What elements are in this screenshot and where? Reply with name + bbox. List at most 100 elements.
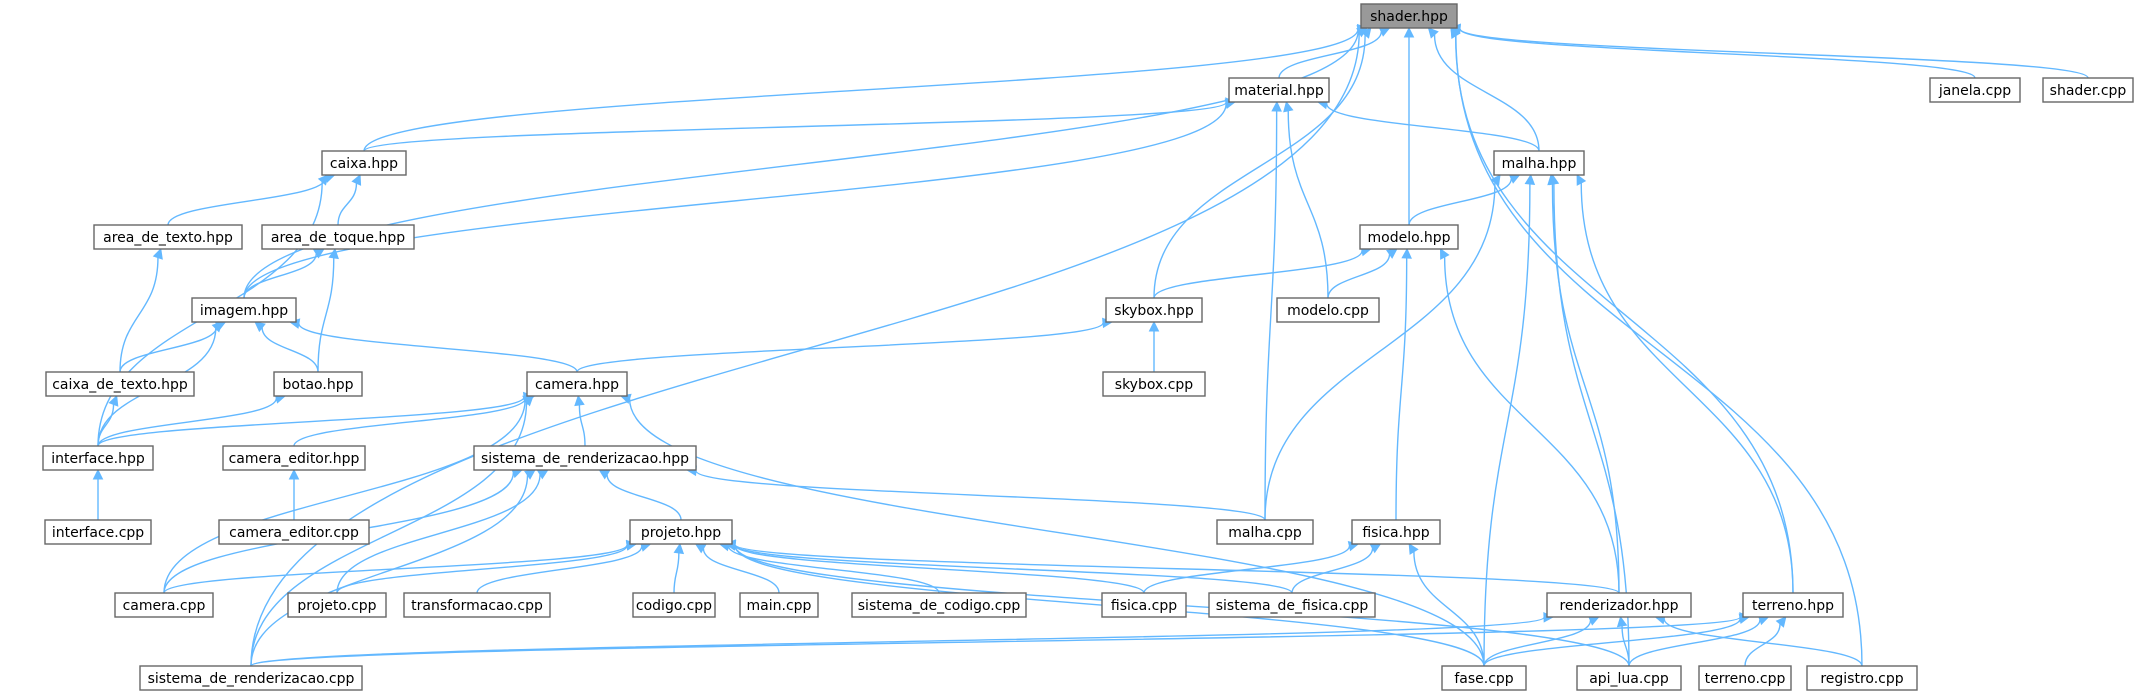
node-label[interactable]: area_de_texto.hpp [103, 230, 233, 246]
node-label[interactable]: shader.cpp [2050, 83, 2127, 99]
node-caixa-hpp[interactable]: caixa.hpp [321, 150, 407, 176]
node-label[interactable]: shader.hpp [1370, 9, 1448, 25]
node-terreno-hpp[interactable]: terreno.hpp [1742, 592, 1844, 618]
node-box[interactable] [1276, 297, 1380, 323]
node-area-de-texto-hpp[interactable]: area_de_texto.hpp [93, 224, 243, 250]
node-box[interactable] [1228, 77, 1330, 103]
node-box[interactable] [261, 224, 415, 250]
node-label[interactable]: camera.hpp [535, 377, 619, 393]
node-sistema-de-codigo-cpp[interactable]: sistema_de_codigo.cpp [851, 592, 1027, 618]
node-box[interactable] [1742, 592, 1844, 618]
node-label[interactable]: caixa.hpp [330, 156, 398, 172]
node-box[interactable] [526, 371, 628, 397]
node-sistema-de-renderizacao-hpp[interactable]: sistema_de_renderizacao.hpp [473, 445, 697, 471]
node-label[interactable]: registro.cpp [1820, 671, 1903, 687]
node-box[interactable] [1576, 665, 1682, 691]
node-label[interactable]: renderizador.hpp [1559, 598, 1678, 614]
node-box[interactable] [44, 519, 152, 545]
node-projeto-cpp[interactable]: projeto.cpp [287, 592, 387, 618]
node-sistema-de-renderizacao-cpp[interactable]: sistema_de_renderizacao.cpp [139, 665, 363, 691]
node-main-cpp[interactable]: main.cpp [739, 592, 819, 618]
node-renderizador-hpp[interactable]: renderizador.hpp [1546, 592, 1692, 618]
node-box[interactable] [114, 592, 214, 618]
node-interface-hpp[interactable]: interface.hpp [42, 445, 154, 471]
node-api-lua-cpp[interactable]: api_lua.cpp [1576, 665, 1682, 691]
node-modelo-cpp[interactable]: modelo.cpp [1276, 297, 1380, 323]
node-label[interactable]: modelo.cpp [1287, 303, 1369, 319]
node-box[interactable] [1546, 592, 1692, 618]
node-box[interactable] [403, 592, 551, 618]
node-label[interactable]: malha.cpp [1228, 525, 1302, 541]
node-label[interactable]: fase.cpp [1454, 671, 1513, 687]
node-box[interactable] [191, 297, 297, 323]
node-label[interactable]: camera_editor.cpp [229, 525, 359, 541]
node-label[interactable]: modelo.hpp [1367, 230, 1450, 246]
node-label[interactable]: sistema_de_codigo.cpp [858, 598, 1021, 614]
node-box[interactable] [1360, 3, 1458, 29]
node-label[interactable]: skybox.cpp [1115, 377, 1194, 393]
node-box[interactable] [632, 592, 716, 618]
node-label[interactable]: sistema_de_renderizacao.cpp [148, 671, 355, 687]
node-label[interactable]: botao.hpp [283, 377, 354, 393]
node-box[interactable] [1698, 665, 1792, 691]
node-malha-cpp[interactable]: malha.cpp [1216, 519, 1314, 545]
node-camera-hpp[interactable]: camera.hpp [526, 371, 628, 397]
node-label[interactable]: area_de_toque.hpp [271, 230, 405, 246]
node-malha-hpp[interactable]: malha.hpp [1493, 150, 1585, 176]
node-label[interactable]: interface.hpp [51, 451, 145, 467]
node-box[interactable] [1105, 297, 1203, 323]
node-shader-cpp[interactable]: shader.cpp [2042, 77, 2134, 103]
node-label[interactable]: fisica.hpp [1362, 525, 1429, 541]
node-skybox-cpp[interactable]: skybox.cpp [1102, 371, 1206, 397]
node-label[interactable]: fisica.cpp [1111, 598, 1177, 614]
node-box[interactable] [42, 445, 154, 471]
node-box[interactable] [1359, 224, 1459, 250]
node-label[interactable]: caixa_de_texto.hpp [52, 377, 188, 393]
node-label[interactable]: transformacao.cpp [411, 598, 543, 614]
node-box[interactable] [287, 592, 387, 618]
node-camera-editor-cpp[interactable]: camera_editor.cpp [218, 519, 370, 545]
node-label[interactable]: imagem.hpp [200, 303, 288, 319]
node-label[interactable]: interface.cpp [52, 525, 144, 541]
node-projeto-hpp[interactable]: projeto.hpp [629, 519, 733, 545]
node-terreno-cpp[interactable]: terreno.cpp [1698, 665, 1792, 691]
node-skybox-hpp[interactable]: skybox.hpp [1105, 297, 1203, 323]
node-camera-editor-hpp[interactable]: camera_editor.hpp [222, 445, 366, 471]
node-label[interactable]: malha.hpp [1502, 156, 1577, 172]
node-box[interactable] [1806, 665, 1918, 691]
node-box[interactable] [218, 519, 370, 545]
node-botao-hpp[interactable]: botao.hpp [273, 371, 363, 397]
node-box[interactable] [321, 150, 407, 176]
node-label[interactable]: material.hpp [1234, 83, 1324, 99]
node-box[interactable] [2042, 77, 2134, 103]
node-caixa-de-texto-hpp[interactable]: caixa_de_texto.hpp [45, 371, 195, 397]
node-modelo-hpp[interactable]: modelo.hpp [1359, 224, 1459, 250]
node-area-de-toque-hpp[interactable]: area_de_toque.hpp [261, 224, 415, 250]
node-label[interactable]: projeto.cpp [297, 598, 376, 614]
node-transformacao-cpp[interactable]: transformacao.cpp [403, 592, 551, 618]
node-fase-cpp[interactable]: fase.cpp [1441, 665, 1527, 691]
node-box[interactable] [739, 592, 819, 618]
node-label[interactable]: projeto.hpp [641, 525, 721, 541]
node-label[interactable]: janela.cpp [1938, 83, 2011, 99]
node-label[interactable]: skybox.hpp [1114, 303, 1194, 319]
node-box[interactable] [1929, 77, 2021, 103]
node-box[interactable] [629, 519, 733, 545]
node-label[interactable]: sistema_de_fisica.cpp [1216, 598, 1369, 614]
node-registro-cpp[interactable]: registro.cpp [1806, 665, 1918, 691]
node-box[interactable] [1441, 665, 1527, 691]
node-label[interactable]: api_lua.cpp [1589, 671, 1669, 687]
node-label[interactable]: main.cpp [747, 598, 812, 614]
node-shader-hpp[interactable]: shader.hpp [1360, 3, 1458, 29]
node-fisica-cpp[interactable]: fisica.cpp [1101, 592, 1187, 618]
node-box[interactable] [1208, 592, 1376, 618]
node-box[interactable] [473, 445, 697, 471]
node-box[interactable] [1101, 592, 1187, 618]
node-janela-cpp[interactable]: janela.cpp [1929, 77, 2021, 103]
node-label[interactable]: sistema_de_renderizacao.hpp [481, 451, 689, 467]
node-camera-cpp[interactable]: camera.cpp [114, 592, 214, 618]
node-material-hpp[interactable]: material.hpp [1228, 77, 1330, 103]
node-box[interactable] [851, 592, 1027, 618]
node-fisica-hpp[interactable]: fisica.hpp [1351, 519, 1441, 545]
node-label[interactable]: camera.cpp [123, 598, 206, 614]
